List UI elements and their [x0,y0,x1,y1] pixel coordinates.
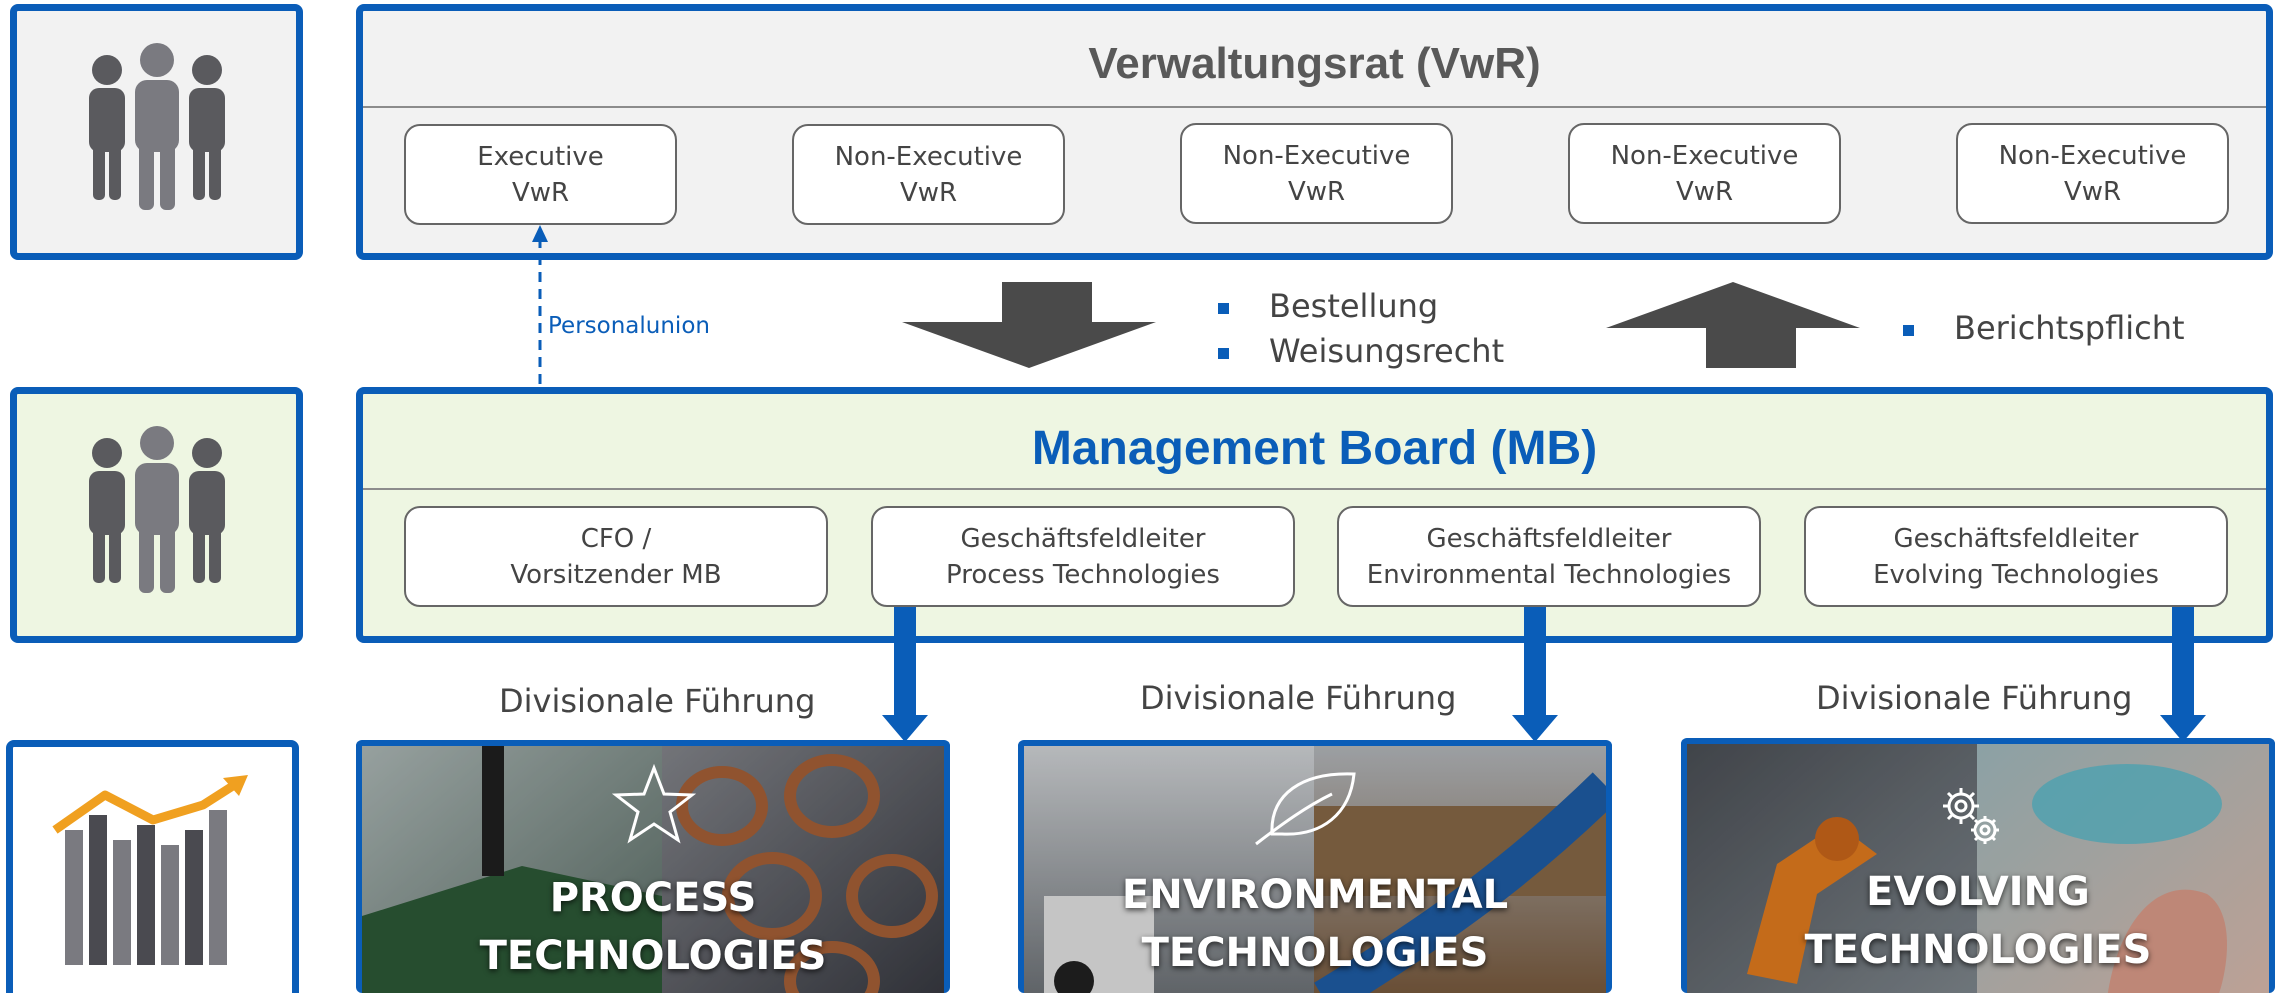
divisional-leadership-label: Divisionale Führung [499,682,816,720]
divisional-leadership-label: Divisionale Führung [1140,679,1457,717]
member-line1: Geschäftsfeldleiter [1893,523,2139,554]
member-line2: VwR [1675,176,1734,207]
division-tile-process[interactable]: PROCESS TECHNOLOGIES [356,740,950,993]
process-photo [362,746,944,993]
bullet-icon [1903,324,1914,336]
member-line1: Non-Executive [1998,140,2187,171]
member-line1: Non-Executive [1610,140,1799,171]
divisional-leadership-label: Divisionale Führung [1816,679,2133,717]
mb-member-process[interactable]: Geschäftsfeldleiter Process Technologies [871,506,1295,607]
down-bullet-list: Bestellung Weisungsrecht [1218,284,1504,374]
division-icon-box [6,740,299,993]
bullet-item: Weisungsrecht [1218,329,1504,374]
leaf-icon [1255,772,1356,846]
management-icon-box [10,387,303,643]
member-line1: CFO / [580,523,652,554]
bullet-icon [1218,347,1229,359]
member-line2: VwR [511,177,570,208]
bullet-item: Berichtspflicht [1903,306,2185,351]
up-bullet-list: Berichtspflicht [1903,306,2185,351]
management-divider [363,488,2266,490]
division-title: ENVIRONMENTAL TECHNOLOGIES [1121,872,1509,976]
growth-chart-icon [51,775,248,965]
division-arrow-environmental [1512,607,1558,742]
member-line2: VwR [1287,176,1346,207]
division-tile-evolving[interactable]: EVOLVING TECHNOLOGIES [1681,738,2275,993]
bullet-icon [1218,302,1229,314]
management-title: Management Board (MB) [1031,422,1598,475]
member-line2: Vorsitzender MB [510,559,722,590]
board-member-non-executive[interactable]: Non-Executive VwR [1180,123,1453,224]
division-tile-environmental[interactable]: ENVIRONMENTAL TECHNOLOGIES [1018,740,1612,993]
division-arrow-process [882,607,928,742]
board-icon-box [10,4,303,260]
member-line1: Non-Executive [834,141,1023,172]
arrow-up-icon [1606,282,1860,368]
personal-union-label: Personalunion [548,313,710,339]
member-line1: Geschäftsfeldleiter [960,523,1206,554]
member-line2: Evolving Technologies [1873,559,2159,590]
board-member-executive[interactable]: Executive VwR [404,124,677,225]
member-line1: Executive [477,141,604,172]
mb-member-cfo[interactable]: CFO / Vorsitzender MB [404,506,828,607]
member-line1: Non-Executive [1222,140,1411,171]
division-arrow-evolving [2160,607,2206,742]
member-line2: Environmental Technologies [1366,559,1732,590]
member-line2: VwR [2063,176,2122,207]
environmental-photo [1024,746,1606,993]
member-line1: Geschäftsfeldleiter [1426,523,1672,554]
bullet-item: Bestellung [1218,284,1504,329]
gears-icon [1943,788,1999,844]
board-member-non-executive[interactable]: Non-Executive VwR [792,124,1065,225]
member-line2: VwR [899,177,958,208]
member-line2: Process Technologies [946,559,1220,590]
evolving-photo [1687,744,2269,993]
arrow-down-icon [902,282,1156,368]
mb-member-environmental[interactable]: Geschäftsfeldleiter Environmental Techno… [1337,506,1761,607]
board-member-non-executive[interactable]: Non-Executive VwR [1956,123,2229,224]
division-title: EVOLVING TECHNOLOGIES [1804,869,2152,973]
board-member-non-executive[interactable]: Non-Executive VwR [1568,123,1841,224]
star-icon [612,764,696,844]
division-title: PROCESS TECHNOLOGIES [479,875,827,979]
mb-member-evolving[interactable]: Geschäftsfeldleiter Evolving Technologie… [1804,506,2228,607]
board-divider [363,106,2266,108]
people-icon [88,426,225,593]
people-icon [88,43,225,210]
board-title: Verwaltungsrat (VwR) [1088,39,1541,88]
